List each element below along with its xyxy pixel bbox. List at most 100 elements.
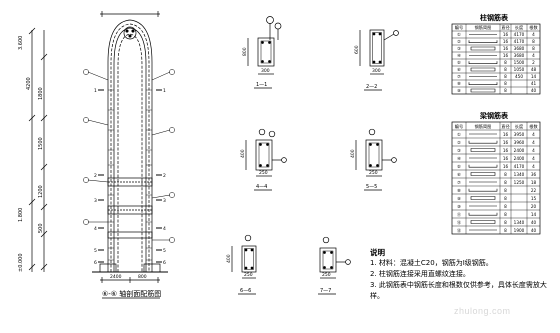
note-item: 2. 柱钢筋连接采用直螺纹连接。	[370, 270, 470, 278]
table-cell: ⑫	[457, 219, 462, 226]
table-cell: 8	[532, 46, 535, 51]
table-cell: 8	[504, 74, 507, 79]
section-dimension: 600	[354, 45, 360, 54]
table-cell: ⑥	[457, 67, 461, 72]
table-cell: 8	[504, 220, 507, 225]
span-dimension: 800	[138, 274, 147, 280]
section-outline	[369, 29, 385, 67]
rebar-shape-sketch	[470, 88, 496, 93]
table-cell: ⑧	[457, 188, 461, 193]
table-cell: 14	[531, 212, 537, 217]
footing-right	[143, 263, 161, 273]
section-dimension: 400	[240, 149, 246, 158]
section-mark: 1	[163, 88, 166, 94]
dimension-text: 1500	[38, 137, 44, 150]
table-cell: 1250	[514, 180, 525, 185]
note-item: 1. 材料：混凝土C20，钢筋为Ⅰ级钢筋。	[370, 259, 493, 267]
section-mark: 2	[163, 173, 166, 179]
level-label: 3.600	[18, 36, 24, 50]
table-cell: 8	[504, 204, 507, 209]
section-mark: 5	[163, 248, 166, 254]
table-cell: ①	[457, 132, 461, 137]
table-cell: 3960	[514, 140, 525, 145]
table-cell: 1500	[514, 60, 525, 65]
rebar-callout-icon	[322, 236, 330, 244]
rebar-shape-sketch	[470, 172, 496, 176]
rebar-callout-icon	[274, 22, 282, 30]
section-mark: 4	[163, 226, 166, 232]
table-cell: 3680	[514, 53, 525, 58]
section-outline	[255, 139, 273, 171]
section-label: 5—5	[366, 184, 377, 190]
table-cell: ⑨	[457, 196, 461, 201]
table-cell: 16	[503, 39, 509, 44]
table-cell: ⑧	[457, 81, 461, 86]
rebar-shape-sketch	[468, 212, 498, 216]
table-cell: ①	[457, 32, 461, 37]
rebar-inner-line	[117, 33, 143, 272]
section-dimension: 300	[261, 68, 270, 74]
section-cut-marks	[98, 89, 162, 263]
table-cell: 16	[503, 140, 509, 145]
frame-outer-outline	[107, 19, 153, 272]
table-cell: 20	[531, 204, 537, 209]
table-header-cell: 编号	[455, 24, 463, 31]
section-label: 4—4	[256, 184, 267, 190]
table-header-cell: 钢筋简图	[475, 123, 492, 130]
rebar-callouts	[83, 69, 175, 243]
table-cell: ⑤	[457, 60, 461, 65]
section-outline	[241, 245, 257, 273]
section-outline	[257, 37, 275, 67]
section-5-5: 400 250 5—5	[350, 128, 397, 191]
table-cell: ⑦	[457, 180, 461, 185]
table-cell: 8	[504, 88, 507, 93]
section-mark: 2	[94, 173, 97, 179]
table-cell: ③	[457, 46, 461, 51]
section-dimension: 250	[244, 272, 253, 278]
table-cell: 8	[504, 212, 507, 217]
table-cell: 8	[504, 60, 507, 65]
section-mark: 6	[163, 260, 166, 266]
section-dimension: 250	[259, 170, 268, 176]
table-cell: 450	[515, 74, 523, 79]
dimension-text: 500	[38, 223, 44, 233]
table-header-cell: 钢筋简图	[475, 24, 492, 31]
rebar-callout-icon	[258, 128, 266, 136]
table-cell: ④	[457, 53, 461, 58]
section-mark: 5	[94, 248, 97, 254]
table-cell: ④	[457, 156, 461, 161]
table-cell: ③	[457, 148, 461, 153]
table-cell: ⑬	[457, 227, 462, 234]
table-cell: ②	[457, 39, 461, 44]
watermark: zhulong.com	[454, 306, 511, 316]
notes-title: 说明	[370, 248, 385, 257]
table-cell: ⑨	[457, 88, 461, 93]
rebar-shape-sketch	[468, 188, 498, 192]
section-7-7: 250 7—7	[318, 236, 351, 295]
table-cell: 4	[532, 148, 535, 153]
dimension-text: 1200	[38, 185, 44, 198]
table-cell: 8	[504, 172, 507, 177]
table-cell: 16	[503, 132, 509, 137]
level-label: ±0.000	[18, 253, 24, 272]
section-mark: 4	[94, 226, 97, 232]
section-label: 7—7	[320, 288, 331, 294]
elevation-view: 3.600 1.800 ±0.000 4200 1800 1500 1200 5…	[18, 11, 175, 299]
rebar-shape-sketch	[470, 196, 496, 200]
table-header-cell: 直径	[501, 123, 509, 129]
table-cell: 4	[532, 32, 535, 37]
table-cell: 8	[504, 180, 507, 185]
dimension-text: 4200	[26, 77, 32, 90]
table-cell: ⑩	[457, 204, 461, 209]
table-cell: ②	[457, 140, 461, 145]
table-cell: 3680	[514, 46, 525, 51]
elevation-caption: ⑥-⑥ 轴剖面配筋图	[102, 289, 161, 298]
rebar-shape-sketch	[468, 82, 498, 85]
section-label: 1—1	[256, 82, 267, 88]
notes-block: 说明 1. 材料：混凝土C20，钢筋为Ⅰ级钢筋。 2. 柱钢筋连接采用直螺纹连接…	[370, 247, 560, 302]
rebar-callout-icon	[266, 16, 274, 24]
level-label: 1.800	[18, 208, 24, 222]
table-cell: 4	[532, 53, 535, 58]
table-cell: 2	[532, 60, 535, 65]
table-cell: 40	[531, 88, 537, 93]
